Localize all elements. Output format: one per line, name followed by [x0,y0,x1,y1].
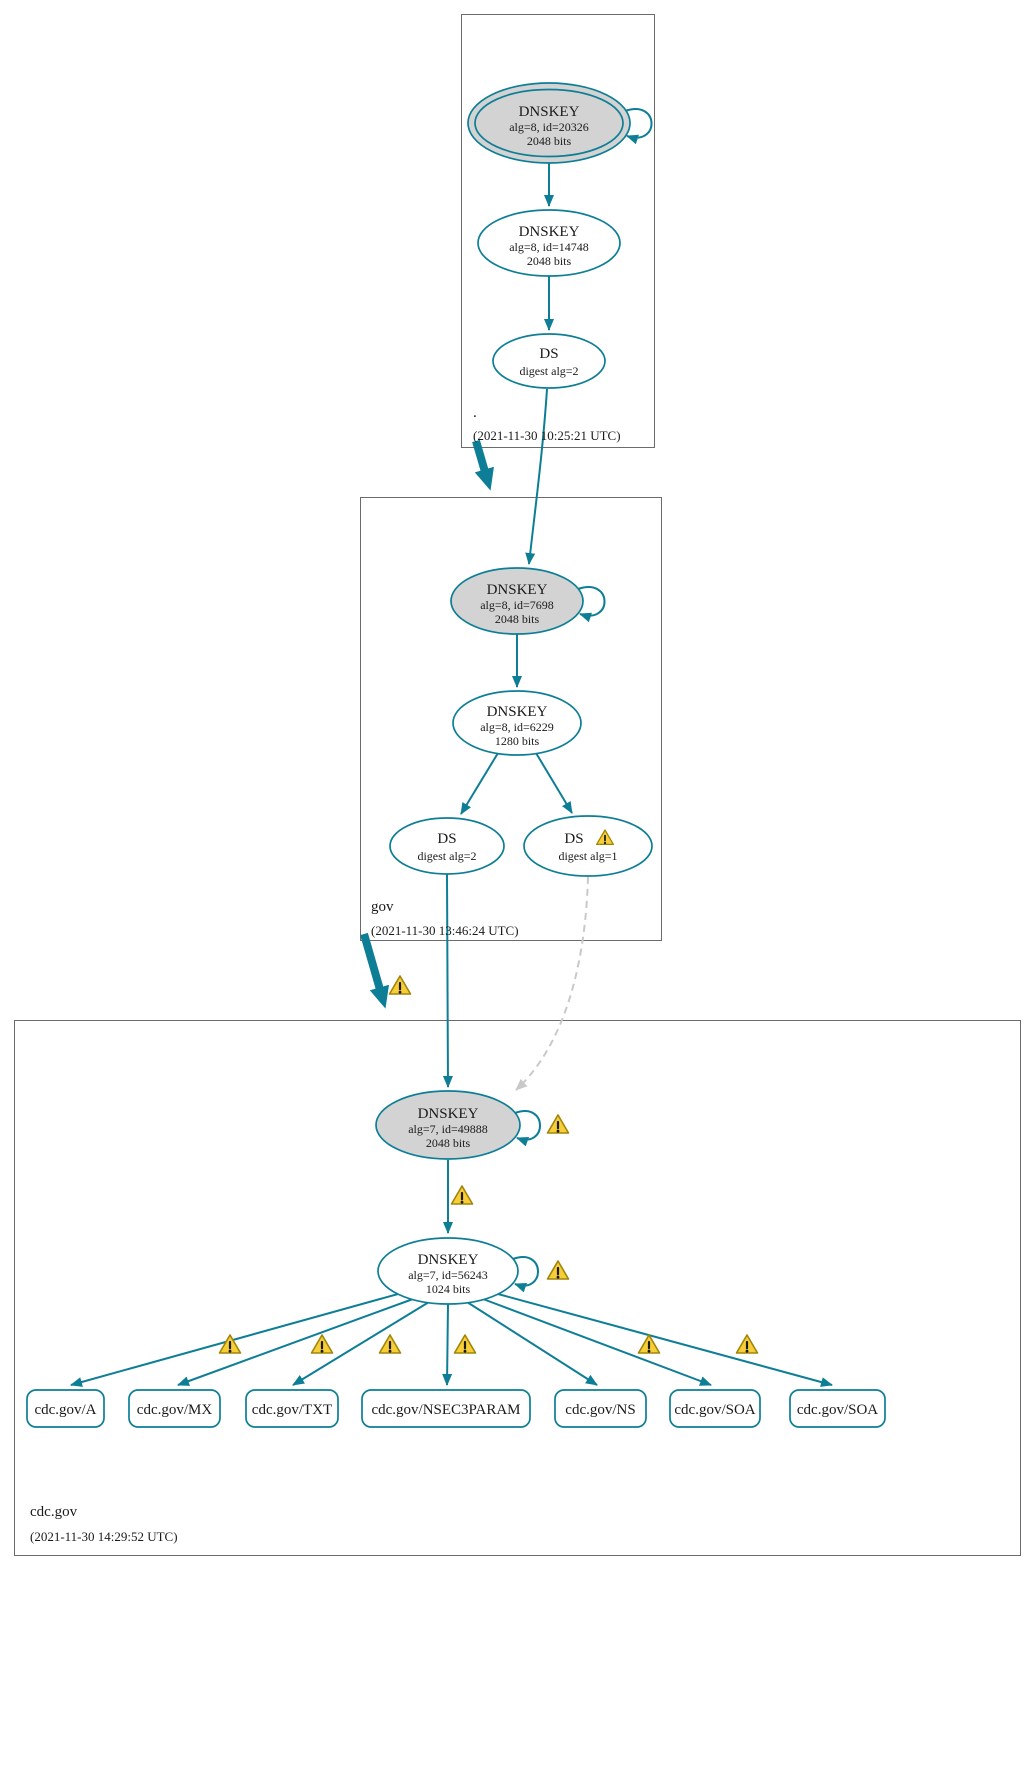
edge-root-zone-to-gov-zone [472,439,494,491]
edge-cdc-zsk-to-mx [177,1298,414,1386]
rrset-label: cdc.gov/NSEC3PARAM [371,1402,520,1418]
root-zsk-node: DNSKEY alg=8, id=14748 2048 bits [477,209,621,277]
cdc-ksk-bits: 2048 bits [426,1136,471,1150]
rrset-label: cdc.gov/TXT [252,1402,332,1418]
warning-icon [388,974,412,996]
root-zsk-meta: alg=8, id=14748 [509,240,589,254]
root-zone-label: . [473,405,477,421]
cdc-ksk-node: DNSKEY alg=7, id=49888 2048 bits [375,1090,521,1160]
root-zsk-type: DNSKEY [519,224,580,240]
edge-root-ksk-self-sign [624,108,653,145]
edge-gov-ksk-self-sign [577,586,606,623]
root-ksk-meta: alg=8, id=20326 [509,120,589,134]
edge-cdc-zsk-to-ns [466,1301,598,1386]
gov-ds-sha1-node: DS digest alg=1 [523,815,653,877]
gov-ksk-bits: 2048 bits [495,612,540,626]
gov-ds-sha256-type: DS [437,831,456,847]
edge-cdc-ksk-self-sign [514,1110,541,1147]
warning-icon [310,1333,334,1355]
gov-ksk-node: DNSKEY alg=8, id=7698 2048 bits [450,567,584,635]
gov-zone-timestamp: (2021-11-30 13:46:24 UTC) [371,923,519,938]
edge-cdc-zsk-to-nsec3param [442,1303,453,1386]
gov-zone-box [360,497,662,941]
cdc-ksk-meta: alg=7, id=49888 [408,1122,488,1136]
warning-icon [450,1184,474,1206]
cdc-rrset-soa: cdc.gov/SOA [669,1389,761,1428]
rrset-label: cdc.gov/SOA [797,1402,878,1418]
warning-icon [453,1333,477,1355]
root-ksk-node: DNSKEY alg=8, id=20326 2048 bits [467,82,631,164]
root-ksk-type: DNSKEY [519,104,580,120]
warning-icon [546,1113,570,1135]
edge-gov-ds-sha1-to-cdc-ksk [515,876,589,1091]
edge-cdc-zsk-to-soa2 [497,1293,833,1387]
cdc-zsk-bits: 1024 bits [426,1282,471,1296]
gov-ds-sha1-meta: digest alg=1 [558,849,617,863]
edge-gov-zsk-to-ds-sha256 [460,752,499,815]
cdc-zone-timestamp: (2021-11-30 14:29:52 UTC) [30,1529,178,1544]
gov-ds-sha1-type: DS [564,831,583,847]
rrset-label: cdc.gov/NS [565,1402,635,1418]
cdc-zsk-type: DNSKEY [418,1252,479,1268]
cdc-rrset-soa2: cdc.gov/SOA [789,1389,886,1428]
warning-icon [378,1333,402,1355]
root-ds-type: DS [539,346,558,362]
cdc-rrset-ns: cdc.gov/NS [554,1389,647,1428]
cdc-zsk-node: DNSKEY alg=7, id=56243 1024 bits [377,1237,519,1305]
root-ds-meta: digest alg=2 [519,364,578,378]
edge-root-ds-to-gov-ksk [525,388,548,565]
warning-icon [735,1333,759,1355]
edge-cdc-zsk-self-sign [512,1256,539,1293]
gov-zsk-type: DNSKEY [487,704,548,720]
root-zone-box [461,14,655,448]
edge-cdc-zsk-to-txt [292,1301,430,1386]
warning-icon [546,1259,570,1281]
cdc-rrset-txt: cdc.gov/TXT [245,1389,339,1428]
gov-zone-label: gov [371,899,394,915]
gov-ds-sha256-node: DS digest alg=2 [389,817,505,875]
cdc-zone-label: cdc.gov [30,1504,78,1520]
root-zsk-bits: 2048 bits [527,254,572,268]
cdc-zsk-meta: alg=7, id=56243 [408,1268,488,1282]
cdc-rrset-a: cdc.gov/A [26,1389,105,1428]
rrset-label: cdc.gov/A [34,1402,96,1418]
root-ds-node: DS digest alg=2 [492,333,606,389]
edge-gov-zone-to-cdc-zone [360,932,390,1009]
gov-ds-sha256-meta: digest alg=2 [417,849,476,863]
gov-zsk-meta: alg=8, id=6229 [480,720,554,734]
edge-gov-ds-to-cdc-ksk [442,873,453,1088]
cdc-ksk-type: DNSKEY [418,1106,479,1122]
cdc-zone-box [14,1020,1021,1556]
gov-zsk-node: DNSKEY alg=8, id=6229 1280 bits [452,690,582,756]
cdc-rrset-mx: cdc.gov/MX [128,1389,221,1428]
root-zone-timestamp: (2021-11-30 10:25:21 UTC) [473,428,621,443]
gov-ksk-meta: alg=8, id=7698 [480,598,554,612]
rrset-label: cdc.gov/SOA [674,1402,755,1418]
edge-cdc-zsk-to-a [70,1293,399,1387]
edge-cdc-zsk-to-soa [482,1298,712,1386]
edge-gov-zsk-to-ds-sha1 [535,752,573,814]
cdc-rrset-nsec3param: cdc.gov/NSEC3PARAM [361,1389,531,1428]
gov-zsk-bits: 1280 bits [495,734,540,748]
rrset-label: cdc.gov/MX [137,1402,213,1418]
gov-ksk-type: DNSKEY [487,582,548,598]
root-ksk-bits: 2048 bits [527,134,572,148]
